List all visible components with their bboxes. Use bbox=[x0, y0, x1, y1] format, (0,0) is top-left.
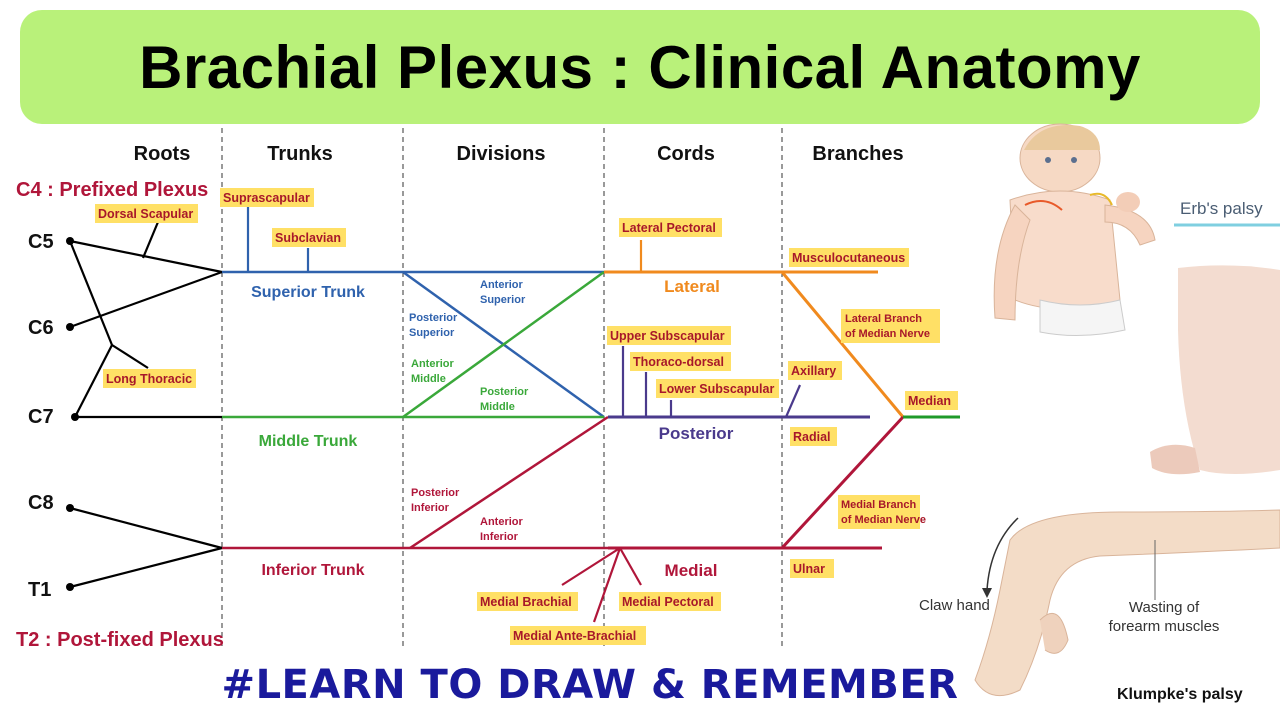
header-cords: Cords bbox=[657, 143, 715, 165]
div-anterior-inferior-2: Inferior bbox=[480, 531, 519, 543]
tag-radial: Radial bbox=[793, 430, 831, 444]
root-c7: C7 bbox=[28, 406, 54, 428]
tag-thoraco-dorsal: Thoraco-dorsal bbox=[633, 355, 724, 369]
superior-trunk-label: Superior Trunk bbox=[251, 284, 365, 301]
root-c8: C8 bbox=[28, 492, 54, 514]
footer-tagline: #LEARN TO DRAW & REMEMBER bbox=[221, 662, 959, 708]
div-anterior-middle-2: Middle bbox=[411, 373, 446, 385]
prefixed-plexus-label: C4 : Prefixed Plexus bbox=[16, 179, 208, 201]
medial-cord-label: Medial bbox=[665, 561, 718, 580]
lateral-cord-label: Lateral bbox=[664, 277, 720, 296]
tag-medial-branch-median-1: Medial Branch bbox=[841, 499, 916, 511]
trunks: Superior Trunk Middle Trunk Inferior Tru… bbox=[222, 206, 410, 579]
divisions: Anterior Superior Posterior Superior Ant… bbox=[402, 270, 609, 550]
root-c6: C6 bbox=[28, 317, 54, 339]
div-anterior-inferior-1: Anterior bbox=[480, 516, 524, 528]
div-posterior-middle-1: Posterior bbox=[480, 386, 529, 398]
tag-median: Median bbox=[908, 394, 951, 408]
postfixed-plexus-label: T2 : Post-fixed Plexus bbox=[16, 629, 224, 651]
klumpke-palsy-label: Klumpke's palsy bbox=[1117, 686, 1243, 703]
page-title: Brachial Plexus : Clinical Anatomy bbox=[139, 33, 1141, 101]
inferior-trunk-label: Inferior Trunk bbox=[261, 562, 364, 579]
div-posterior-superior-2: Superior bbox=[409, 327, 455, 339]
wasting-label-1: Wasting of bbox=[1129, 599, 1200, 616]
erbs-palsy-arm-illustration bbox=[1150, 265, 1280, 475]
div-posterior-superior-1: Posterior bbox=[409, 312, 458, 324]
nerve-tags: Dorsal Scapular Long Thoracic Suprascapu… bbox=[95, 188, 958, 645]
erbs-palsy-illustration bbox=[993, 123, 1156, 337]
tag-medial-pectoral: Medial Pectoral bbox=[622, 595, 714, 609]
posterior-cord-label: Posterior bbox=[659, 424, 734, 443]
erbs-palsy-label: Erb's palsy bbox=[1180, 199, 1263, 218]
tag-long-thoracic: Long Thoracic bbox=[106, 372, 192, 386]
tag-dorsal-scapular: Dorsal Scapular bbox=[98, 207, 193, 221]
div-anterior-middle-1: Anterior bbox=[411, 358, 455, 370]
header-trunks: Trunks bbox=[267, 143, 333, 165]
header-roots: Roots bbox=[134, 143, 191, 165]
header-branches: Branches bbox=[812, 143, 903, 165]
wasting-label-2: forearm muscles bbox=[1109, 618, 1220, 635]
title-banner: Brachial Plexus : Clinical Anatomy bbox=[20, 10, 1260, 124]
div-anterior-superior-2: Superior bbox=[480, 294, 526, 306]
root-c5: C5 bbox=[28, 231, 54, 253]
tag-suprascapular: Suprascapular bbox=[223, 191, 310, 205]
tag-lower-subscapular: Lower Subscapular bbox=[659, 382, 774, 396]
column-dividers bbox=[221, 128, 783, 648]
header-divisions: Divisions bbox=[457, 143, 546, 165]
tag-lateral-branch-median-2: of Median Nerve bbox=[845, 328, 930, 340]
tag-lateral-pectoral: Lateral Pectoral bbox=[622, 221, 716, 235]
middle-trunk-label: Middle Trunk bbox=[259, 433, 358, 450]
div-anterior-superior-1: Anterior bbox=[480, 279, 524, 291]
cords: Lateral Posterior Medial bbox=[561, 240, 882, 623]
tag-medial-antebrachial: Medial Ante-Brachial bbox=[513, 629, 636, 643]
root-t1: T1 bbox=[28, 579, 51, 601]
tag-medial-branch-median-2: of Median Nerve bbox=[841, 514, 926, 526]
tag-medial-brachial: Medial Brachial bbox=[480, 595, 572, 609]
tag-musculocutaneous: Musculocutaneous bbox=[792, 251, 905, 265]
claw-hand-label: Claw hand bbox=[919, 597, 990, 614]
div-posterior-inferior-1: Posterior bbox=[411, 487, 460, 499]
klumpke-palsy-illustration bbox=[974, 509, 1280, 697]
tag-ulnar: Ulnar bbox=[793, 562, 825, 576]
branches bbox=[780, 271, 960, 550]
div-posterior-middle-2: Middle bbox=[480, 401, 515, 413]
div-posterior-inferior-2: Inferior bbox=[411, 502, 450, 514]
tag-lateral-branch-median-1: Lateral Branch bbox=[845, 313, 922, 325]
tag-axillary: Axillary bbox=[791, 364, 836, 378]
tag-upper-subscapular: Upper Subscapular bbox=[610, 329, 725, 343]
roots: C5 C6 C7 C8 T1 bbox=[28, 221, 223, 601]
tag-subclavian: Subclavian bbox=[275, 231, 341, 245]
